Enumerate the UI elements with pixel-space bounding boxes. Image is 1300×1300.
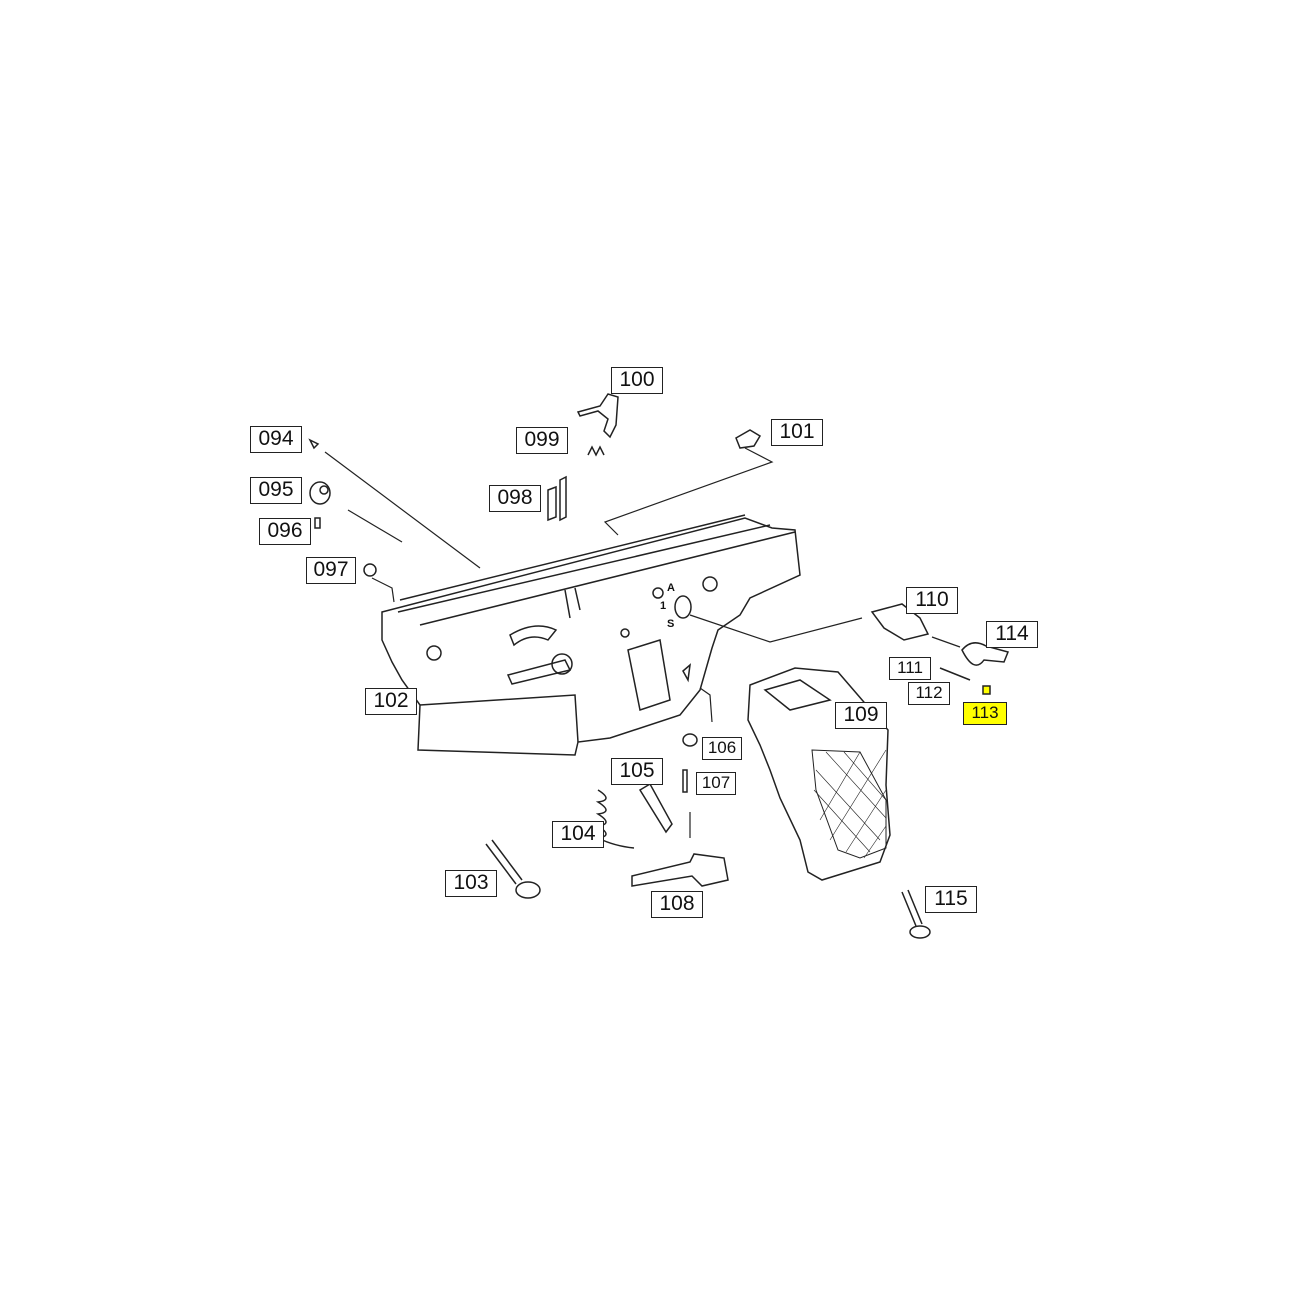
part-label-111[interactable]: 111 [889,657,931,680]
part-label-110[interactable]: 110 [906,587,958,614]
part-label-095[interactable]: 095 [250,477,302,504]
part-label-100[interactable]: 100 [611,367,663,394]
part-label-094[interactable]: 094 [250,426,302,453]
part-label-113-highlighted[interactable]: 113 [963,702,1007,725]
part-label-104[interactable]: 104 [552,821,604,848]
pistol-grip-drawing [747,667,891,881]
part-label-099[interactable]: 099 [516,427,568,454]
part-label-097[interactable]: 097 [306,557,356,584]
part-label-109[interactable]: 109 [835,702,887,729]
part-label-106[interactable]: 106 [702,737,742,760]
small-parts-drawing [308,393,1010,939]
part-label-103[interactable]: 103 [445,870,497,897]
part-label-105[interactable]: 105 [611,758,663,785]
part-label-101[interactable]: 101 [771,419,823,446]
selector-mark-semi: 1 [660,600,667,612]
part-label-096[interactable]: 096 [259,518,311,545]
selector-mark-auto: A [667,582,675,594]
selector-mark-safe: S [667,618,675,630]
part-label-115[interactable]: 115 [925,886,977,913]
part-label-108[interactable]: 108 [651,891,703,918]
part-label-114[interactable]: 114 [986,621,1038,648]
part-label-098[interactable]: 098 [489,485,541,512]
part-label-112[interactable]: 112 [908,682,950,705]
leader-lines [324,447,961,838]
part-label-102[interactable]: 102 [365,688,417,715]
lower-receiver-drawing [381,514,801,756]
part-label-107[interactable]: 107 [696,772,736,795]
